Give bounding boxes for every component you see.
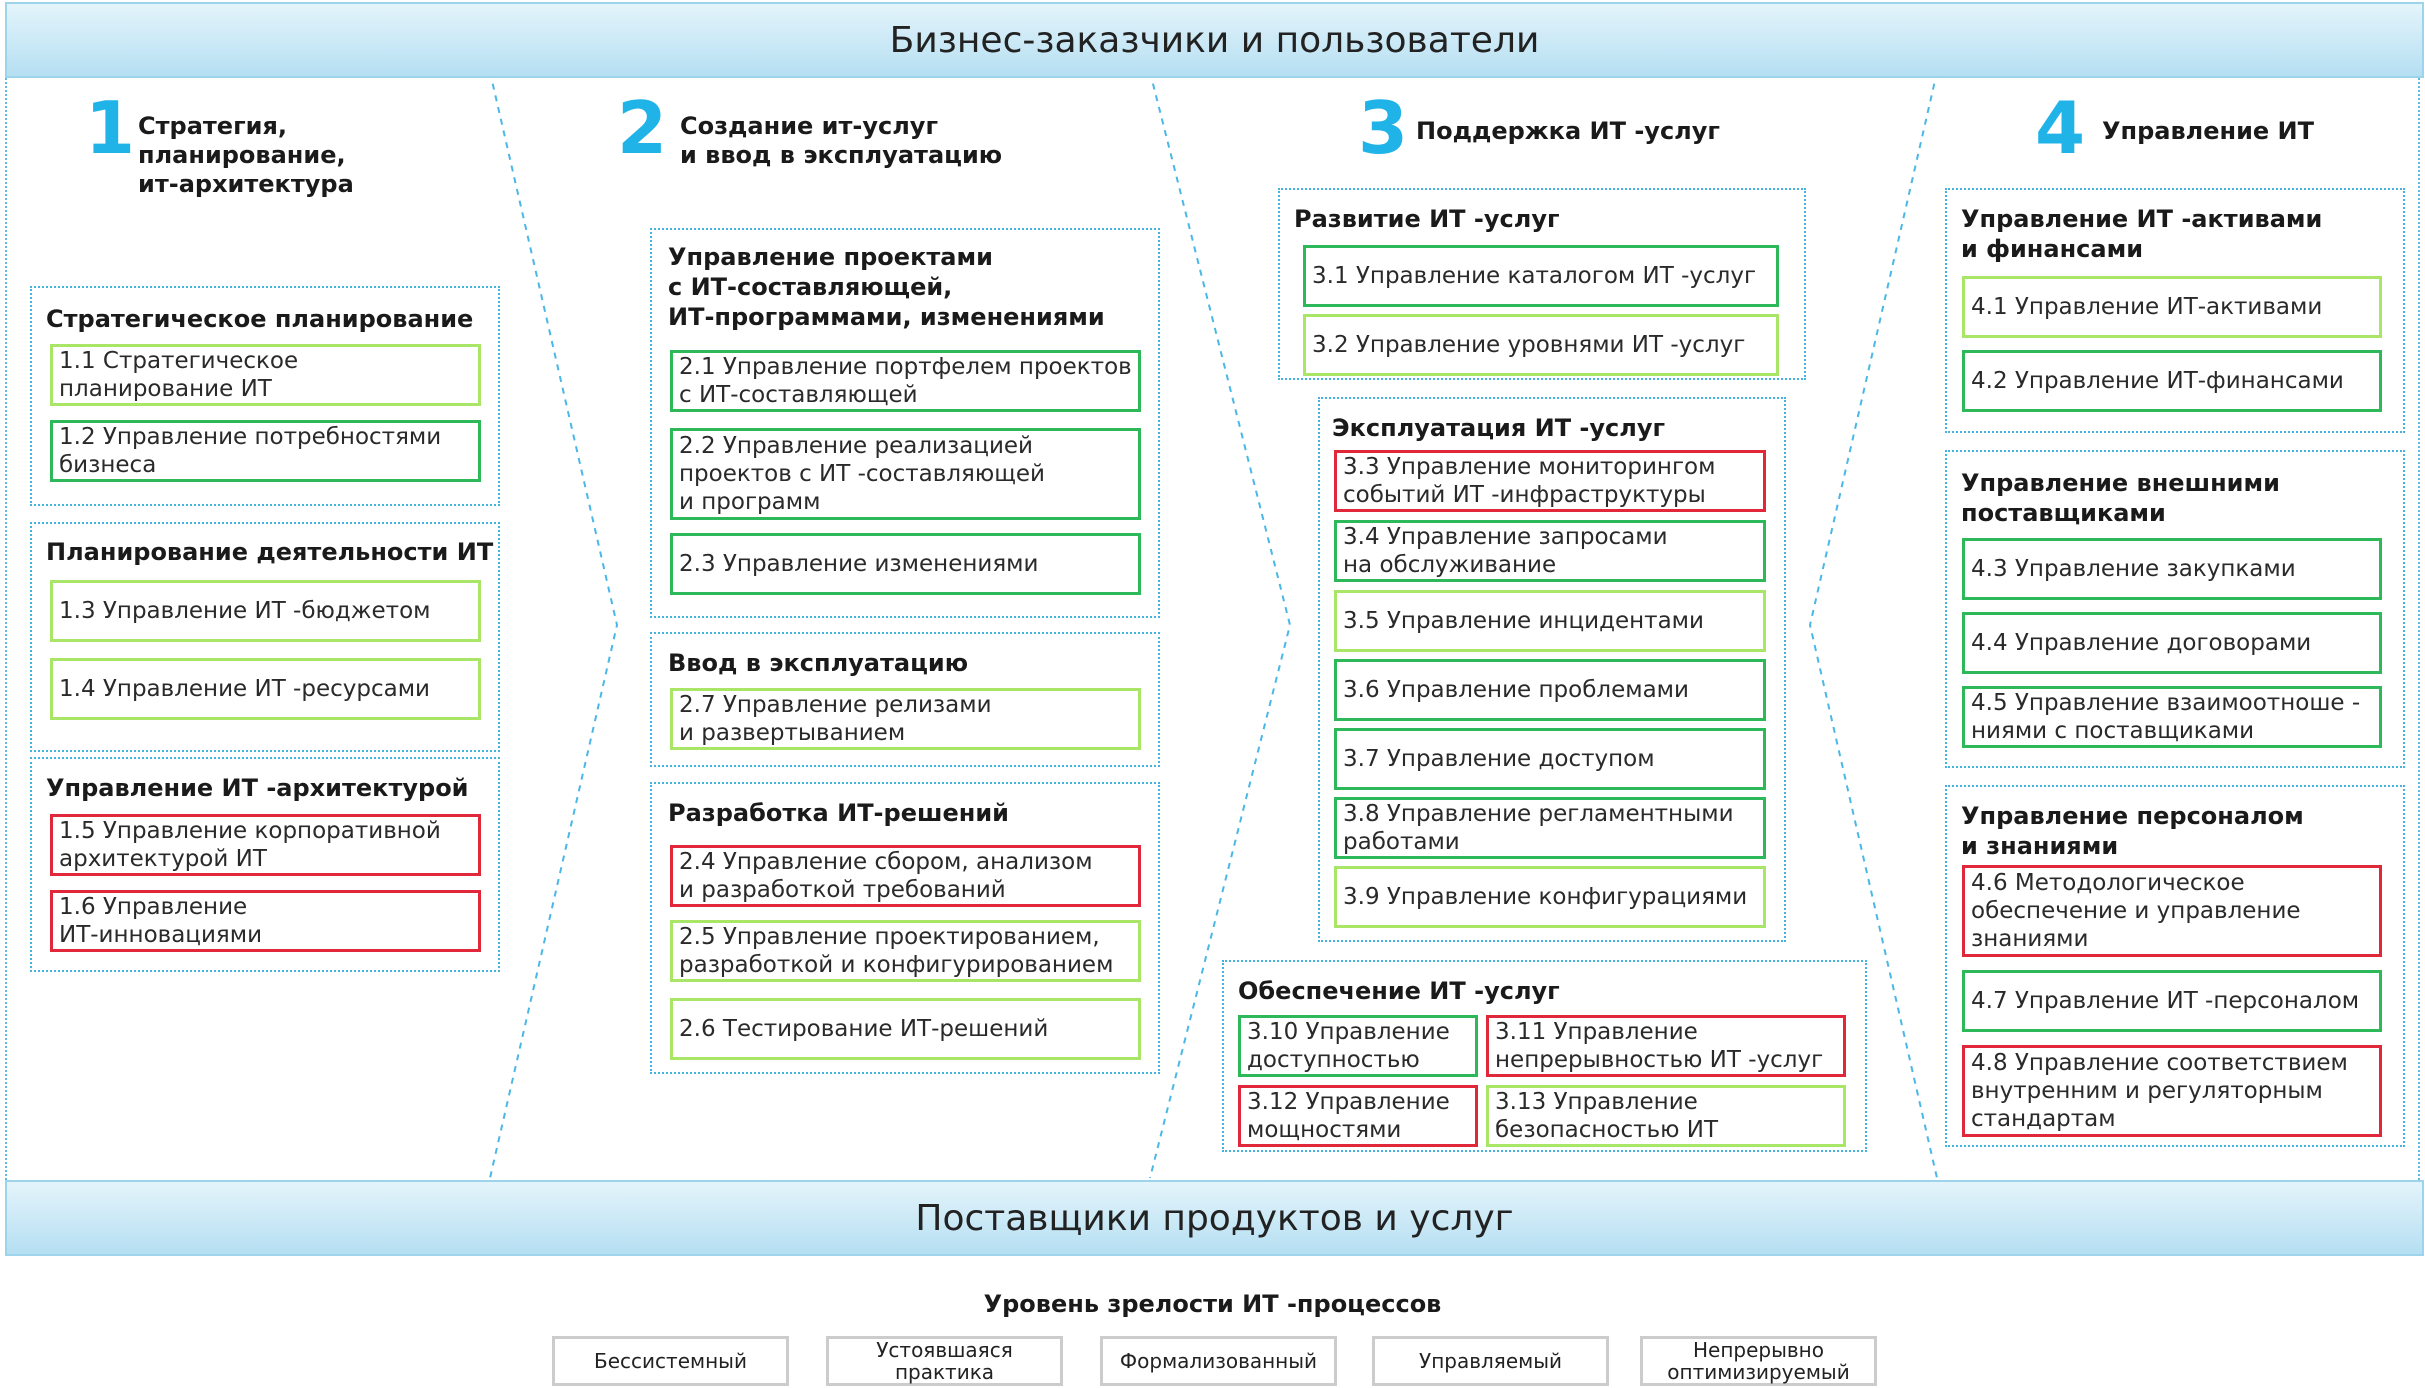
top-bar: Бизнес-заказчики и пользователи <box>5 2 2424 78</box>
process-3-10[interactable]: 3.10 Управление доступностью <box>1238 1015 1478 1077</box>
process-3-9[interactable]: 3.9 Управление конфигурациями <box>1334 866 1766 928</box>
process-1-3[interactable]: 1.3 Управление ИТ -бюджетом <box>50 580 481 642</box>
process-2-5[interactable]: 2.5 Управление проектированием, разработ… <box>670 920 1141 982</box>
process-3-4[interactable]: 3.4 Управление запросами на обслуживание <box>1334 520 1766 582</box>
group-title: Управление ИТ -активами и финансами <box>1961 205 2323 263</box>
process-4-5[interactable]: 4.5 Управление взаимоотноше - ниями с по… <box>1962 686 2382 748</box>
process-3-2[interactable]: 3.2 Управление уровнями ИТ -услуг <box>1303 314 1779 376</box>
group-title: Управление проектами с ИТ-составляющей, … <box>668 243 1105 331</box>
process-2-4[interactable]: 2.4 Управление сбором, анализом и разраб… <box>670 845 1141 907</box>
legend-title: Уровень зрелости ИТ -процессов <box>983 1290 1442 1318</box>
process-4-3[interactable]: 4.3 Управление закупками <box>1962 538 2382 600</box>
column-number-1: 1 <box>85 86 136 170</box>
process-2-3[interactable]: 2.3 Управление изменениями <box>670 533 1141 595</box>
column-title-2: Создание ит-услуг и ввод в эксплуатацию <box>680 112 1003 169</box>
column-number-4: 4 <box>2035 86 2086 170</box>
process-4-1[interactable]: 4.1 Управление ИТ-активами <box>1962 276 2382 338</box>
legend-level-formalized: Формализованный <box>1100 1336 1337 1386</box>
process-4-4[interactable]: 4.4 Управление договорами <box>1962 612 2382 674</box>
process-1-4[interactable]: 1.4 Управление ИТ -ресурсами <box>50 658 481 720</box>
group-title: Разработка ИТ-решений <box>668 799 1009 827</box>
process-1-2[interactable]: 1.2 Управление потребностями бизнеса <box>50 420 481 482</box>
process-3-1[interactable]: 3.1 Управление каталогом ИТ -услуг <box>1303 245 1779 307</box>
process-3-8[interactable]: 3.8 Управление регламентными работами <box>1334 797 1766 859</box>
process-2-7[interactable]: 2.7 Управление релизами и развертыванием <box>670 688 1141 750</box>
legend-level-managed: Управляемый <box>1372 1336 1609 1386</box>
process-3-13[interactable]: 3.13 Управление безопасностью ИТ <box>1486 1085 1846 1147</box>
group-title: Ввод в эксплуатацию <box>668 649 969 677</box>
process-3-7[interactable]: 3.7 Управление доступом <box>1334 728 1766 790</box>
group-title: Планирование деятельности ИТ <box>46 538 494 566</box>
process-4-8[interactable]: 4.8 Управление соответствием внутренним … <box>1962 1045 2382 1137</box>
legend-level-established: Устоявшаяся практика <box>826 1336 1063 1386</box>
legend-level-chaotic: Бессистемный <box>552 1336 789 1386</box>
process-3-6[interactable]: 3.6 Управление проблемами <box>1334 659 1766 721</box>
column-number-2: 2 <box>617 86 668 170</box>
process-3-11[interactable]: 3.11 Управление непрерывностью ИТ -услуг <box>1486 1015 1846 1077</box>
process-2-6[interactable]: 2.6 Тестирование ИТ-решений <box>670 998 1141 1060</box>
group-title: Стратегическое планирование <box>46 305 474 333</box>
process-1-1[interactable]: 1.1 Стратегическое планирование ИТ <box>50 344 481 406</box>
process-2-2[interactable]: 2.2 Управление реализацией проектов с ИТ… <box>670 428 1141 520</box>
process-3-3[interactable]: 3.3 Управление мониторингом событий ИТ -… <box>1334 450 1766 512</box>
process-1-5[interactable]: 1.5 Управление корпоративной архитектуро… <box>50 814 481 876</box>
group-title: Эксплуатация ИТ -услуг <box>1332 414 1666 442</box>
group-title: Развитие ИТ -услуг <box>1294 205 1560 233</box>
diagram-frame <box>5 70 2420 1180</box>
process-3-12[interactable]: 3.12 Управление мощностями <box>1238 1085 1478 1147</box>
process-3-5[interactable]: 3.5 Управление инцидентами <box>1334 590 1766 652</box>
separator-2 <box>1149 71 1292 1179</box>
legend-level-optimizing: Непрерывно оптимизируемый <box>1640 1336 1877 1386</box>
group-title: Управление персоналом и знаниями <box>1961 802 2304 860</box>
group-title: Управление ИТ -архитектурой <box>46 774 469 802</box>
process-1-6[interactable]: 1.6 Управление ИТ-инновациями <box>50 890 481 952</box>
column-title-4: Управление ИТ <box>2102 117 2314 145</box>
bottom-bar: Поставщики продуктов и услуг <box>5 1180 2424 1256</box>
column-number-3: 3 <box>1358 86 1409 170</box>
column-title-3: Поддержка ИТ -услуг <box>1416 117 1720 145</box>
separator-3 <box>1808 71 1938 1179</box>
process-2-1[interactable]: 2.1 Управление портфелем проектов с ИТ-с… <box>670 350 1141 412</box>
column-title-1: Стратегия, планирование, ит-архитектура <box>138 112 354 198</box>
separator-1 <box>489 71 619 1179</box>
process-4-6[interactable]: 4.6 Методологическое обеспечение и управ… <box>1962 865 2382 957</box>
group-title: Управление внешними поставщиками <box>1961 469 2280 527</box>
group-title: Обеспечение ИТ -услуг <box>1238 977 1560 1005</box>
process-4-2[interactable]: 4.2 Управление ИТ-финансами <box>1962 350 2382 412</box>
process-4-7[interactable]: 4.7 Управление ИТ -персоналом <box>1962 970 2382 1032</box>
